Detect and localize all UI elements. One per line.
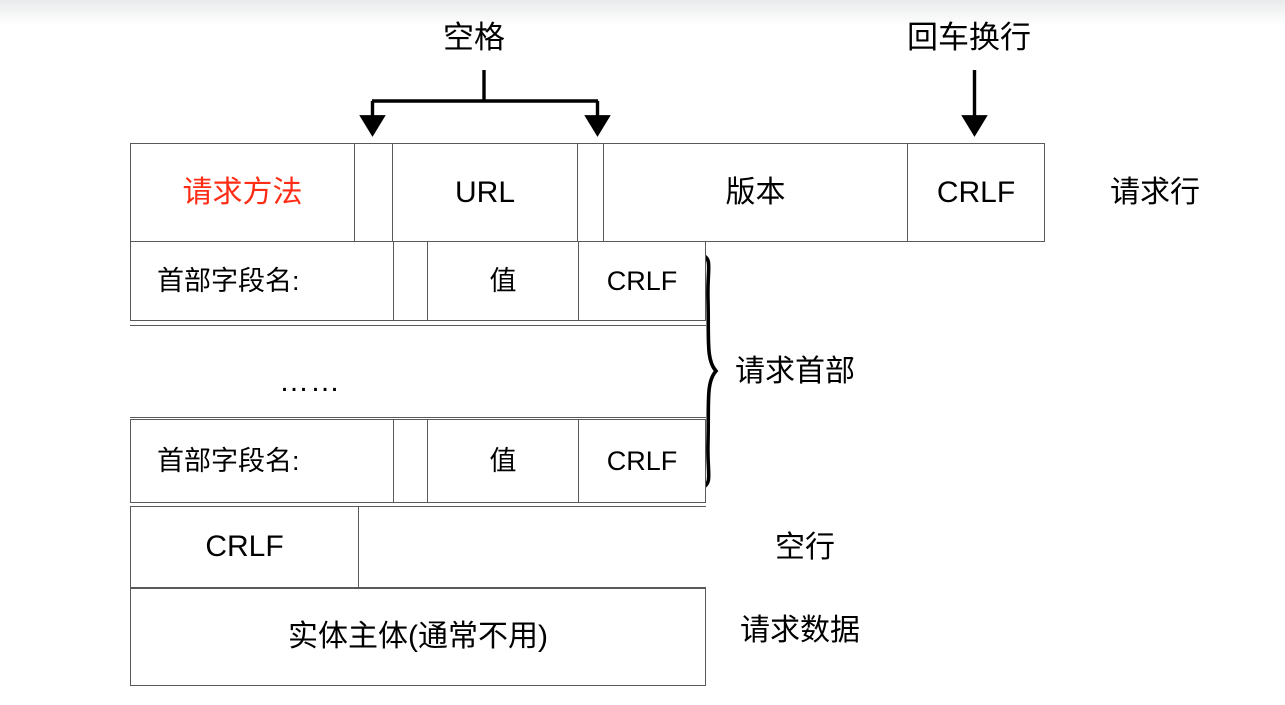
cell-request-method: 请求方法 (130, 143, 355, 242)
cell-crlf-header-1: CRLF (578, 241, 706, 321)
space-fork-arrow (359, 70, 611, 137)
annotation-label-crlf: 回车换行 (907, 20, 1031, 55)
annotation-label-space: 空格 (443, 20, 505, 55)
cell-url: URL (392, 143, 578, 242)
cell-space-4 (393, 419, 428, 503)
cell-crlf-header-2: CRLF (578, 419, 706, 503)
cell-header-value-1: 值 (427, 241, 579, 321)
cell-space-1 (354, 143, 393, 242)
side-label-request-headers: 请求首部 (735, 355, 855, 388)
cell-crlf-request-line: CRLF (907, 143, 1045, 242)
ellipsis-text: …… (279, 364, 341, 398)
cell-header-field-name-2: 首部字段名: (130, 419, 394, 503)
cell-space-2 (577, 143, 604, 242)
side-label-request-data: 请求数据 (740, 614, 860, 647)
cell-space-3 (393, 241, 428, 321)
cell-blank-line-filler (358, 506, 706, 588)
cell-version: 版本 (603, 143, 908, 242)
cell-crlf-blank-line: CRLF (130, 506, 359, 588)
cell-entity-body: 实体主体(通常不用) (130, 588, 706, 686)
row-ellipsis: …… (130, 325, 706, 418)
cell-header-field-name-1: 首部字段名: (130, 241, 394, 321)
top-gradient-strip (0, 0, 1285, 26)
cell-header-value-2: 值 (427, 419, 579, 503)
side-label-blank-line: 空行 (775, 531, 835, 564)
side-label-request-line: 请求行 (1110, 176, 1200, 209)
